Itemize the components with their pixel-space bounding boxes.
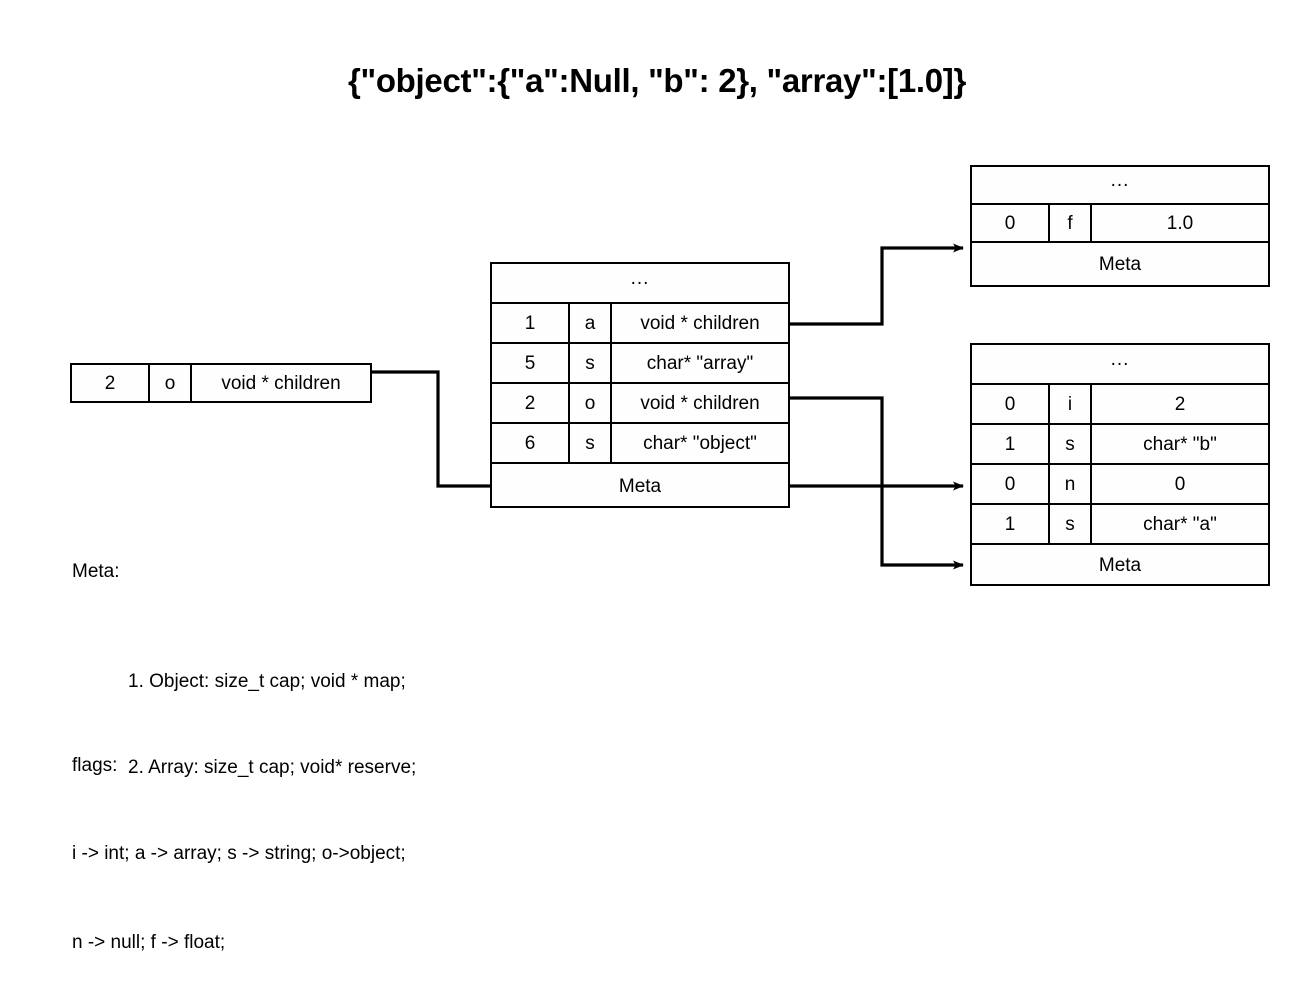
table-header-ellipsis: ... (972, 345, 1268, 385)
meta-label: Meta (618, 475, 662, 497)
arrow-center-to-array (790, 243, 964, 326)
table-row: 1 a void * children (492, 304, 788, 344)
arrow-center-to-object (790, 396, 964, 570)
cell-index: 2 (72, 365, 150, 401)
cell-index: 0 (972, 385, 1050, 423)
table-row: 2 o void * children (492, 384, 788, 424)
ellipsis-label: ... (1110, 169, 1130, 191)
flags-legend-line: i -> int; a -> array; s -> string; o->ob… (72, 843, 406, 865)
object-node: ... 0 i 2 1 s char* "b" 0 n 0 1 s char* … (970, 343, 1270, 586)
cell-flag: s (1050, 425, 1092, 463)
table-footer-meta: Meta (972, 545, 1268, 586)
cell-index: 1 (492, 304, 570, 342)
meta-label: Meta (1098, 555, 1142, 576)
meta-legend-list: 1. Object: size_t cap; void * map; 2. Ar… (128, 610, 416, 812)
table-row: 2 o void * children (72, 365, 370, 401)
cell-flag: s (570, 344, 612, 382)
cell-value: char* "object" (643, 432, 757, 454)
cell-flag: o (150, 365, 192, 401)
flags-legend-line: n -> null; f -> float; (72, 931, 226, 953)
cell-value: 2 (1174, 393, 1186, 415)
cell-flag: a (570, 304, 612, 342)
cell-flag: n (1050, 465, 1092, 503)
root-node: 2 o void * children (70, 363, 372, 403)
array-node: ... 0 f 1.0 Meta (970, 165, 1270, 287)
cell-flag: o (570, 384, 612, 422)
ellipsis-label: ... (630, 267, 650, 289)
table-footer-meta: Meta (972, 243, 1268, 285)
cell-index: 5 (492, 344, 570, 382)
page-title: {"object":{"a":Null, "b": 2}, "array":[1… (347, 62, 967, 99)
table-row: 0 f 1.0 (972, 205, 1268, 243)
cell-index: 2 (492, 384, 570, 422)
table-row: 1 s char* "b" (972, 425, 1268, 465)
cell-value: void * children (221, 372, 341, 394)
list-item: 2. Array: size_t cap; void* reserve; (128, 757, 417, 779)
meta-label: Meta (1098, 253, 1142, 275)
table-row: 0 n 0 (972, 465, 1268, 505)
cell-value: void * children (640, 392, 760, 414)
table-footer-meta: Meta (492, 464, 788, 508)
cell-value: char* "a" (1143, 513, 1217, 535)
meta-legend-heading: Meta: (72, 561, 120, 582)
cell-flag: f (1050, 205, 1092, 241)
center-node: ... 1 a void * children 5 s char* "array… (490, 262, 790, 508)
table-row: 5 s char* "array" (492, 344, 788, 384)
cell-value: 0 (1174, 473, 1186, 495)
cell-value: 1.0 (1166, 212, 1194, 234)
cell-flag: s (1050, 505, 1092, 543)
flags-legend: flags: i -> int; a -> array; s -> string… (72, 692, 406, 986)
cell-value: void * children (640, 312, 760, 334)
table-row: 6 s char* "object" (492, 424, 788, 464)
table-header-ellipsis: ... (492, 264, 788, 304)
table-header-ellipsis: ... (972, 167, 1268, 205)
cell-flag: i (1050, 385, 1092, 423)
table-row: 0 i 2 (972, 385, 1268, 425)
flags-legend-heading: flags: (72, 754, 118, 776)
table-row: 1 s char* "a" (972, 505, 1268, 545)
cell-flag: s (570, 424, 612, 462)
cell-value: char* "b" (1143, 433, 1217, 455)
cell-index: 1 (972, 505, 1050, 543)
list-item: 1. Object: size_t cap; void * map; (128, 670, 406, 692)
cell-index: 0 (972, 465, 1050, 503)
cell-index: 6 (492, 424, 570, 462)
ellipsis-label: ... (1110, 348, 1130, 370)
cell-index: 0 (972, 205, 1050, 241)
cell-value: char* "array" (646, 352, 754, 374)
cell-index: 1 (972, 425, 1050, 463)
